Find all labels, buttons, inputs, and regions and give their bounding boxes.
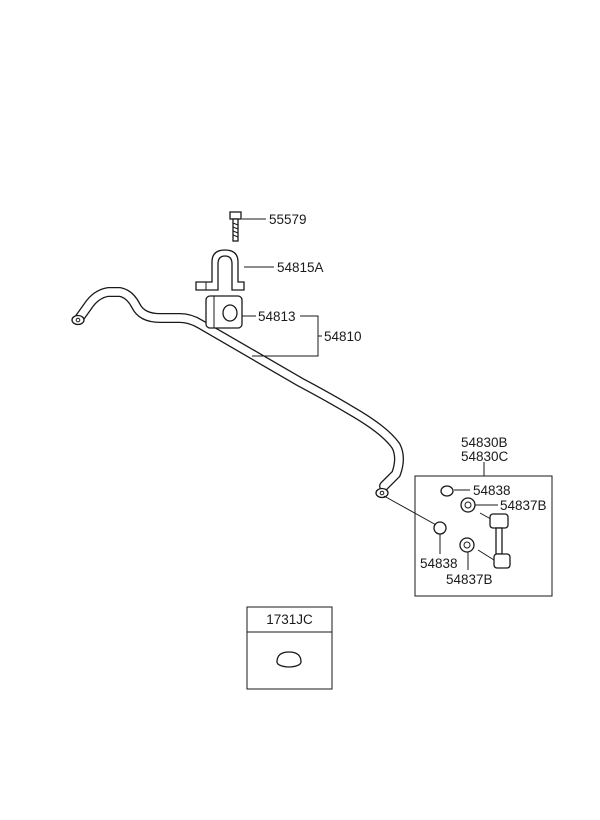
label-54810: 54810 <box>324 329 362 344</box>
label-55579: 55579 <box>269 212 307 227</box>
label-54830c: 54830C <box>461 449 509 464</box>
plug-icon[interactable] <box>276 651 302 668</box>
bracket-icon[interactable] <box>195 249 245 291</box>
bushing-icon[interactable] <box>205 295 243 329</box>
label-54813: 54813 <box>258 309 296 324</box>
lower-nut-icon[interactable] <box>459 537 475 553</box>
label-54838-upper: 54838 <box>473 483 511 498</box>
label-54837b-lower: 54837B <box>446 572 493 587</box>
leader-lines <box>242 218 498 570</box>
inset-code: 1731JC <box>266 612 313 627</box>
label-54838-lower: 54838 <box>420 556 458 571</box>
stabilizer-bar[interactable] <box>71 287 404 499</box>
label-54837b-upper: 54837B <box>500 498 547 513</box>
upper-washer-icon[interactable] <box>440 485 454 497</box>
upper-nut-icon[interactable] <box>460 497 476 513</box>
stabilizer-link-icon[interactable] <box>477 512 511 569</box>
label-54830b: 54830B <box>461 435 508 450</box>
lower-washer-icon[interactable] <box>433 521 447 535</box>
label-54815a: 54815A <box>277 260 324 275</box>
link-assembly-box <box>414 475 553 597</box>
bolt-icon[interactable] <box>229 211 242 242</box>
inset-plug-box: 1731JC <box>246 606 333 690</box>
